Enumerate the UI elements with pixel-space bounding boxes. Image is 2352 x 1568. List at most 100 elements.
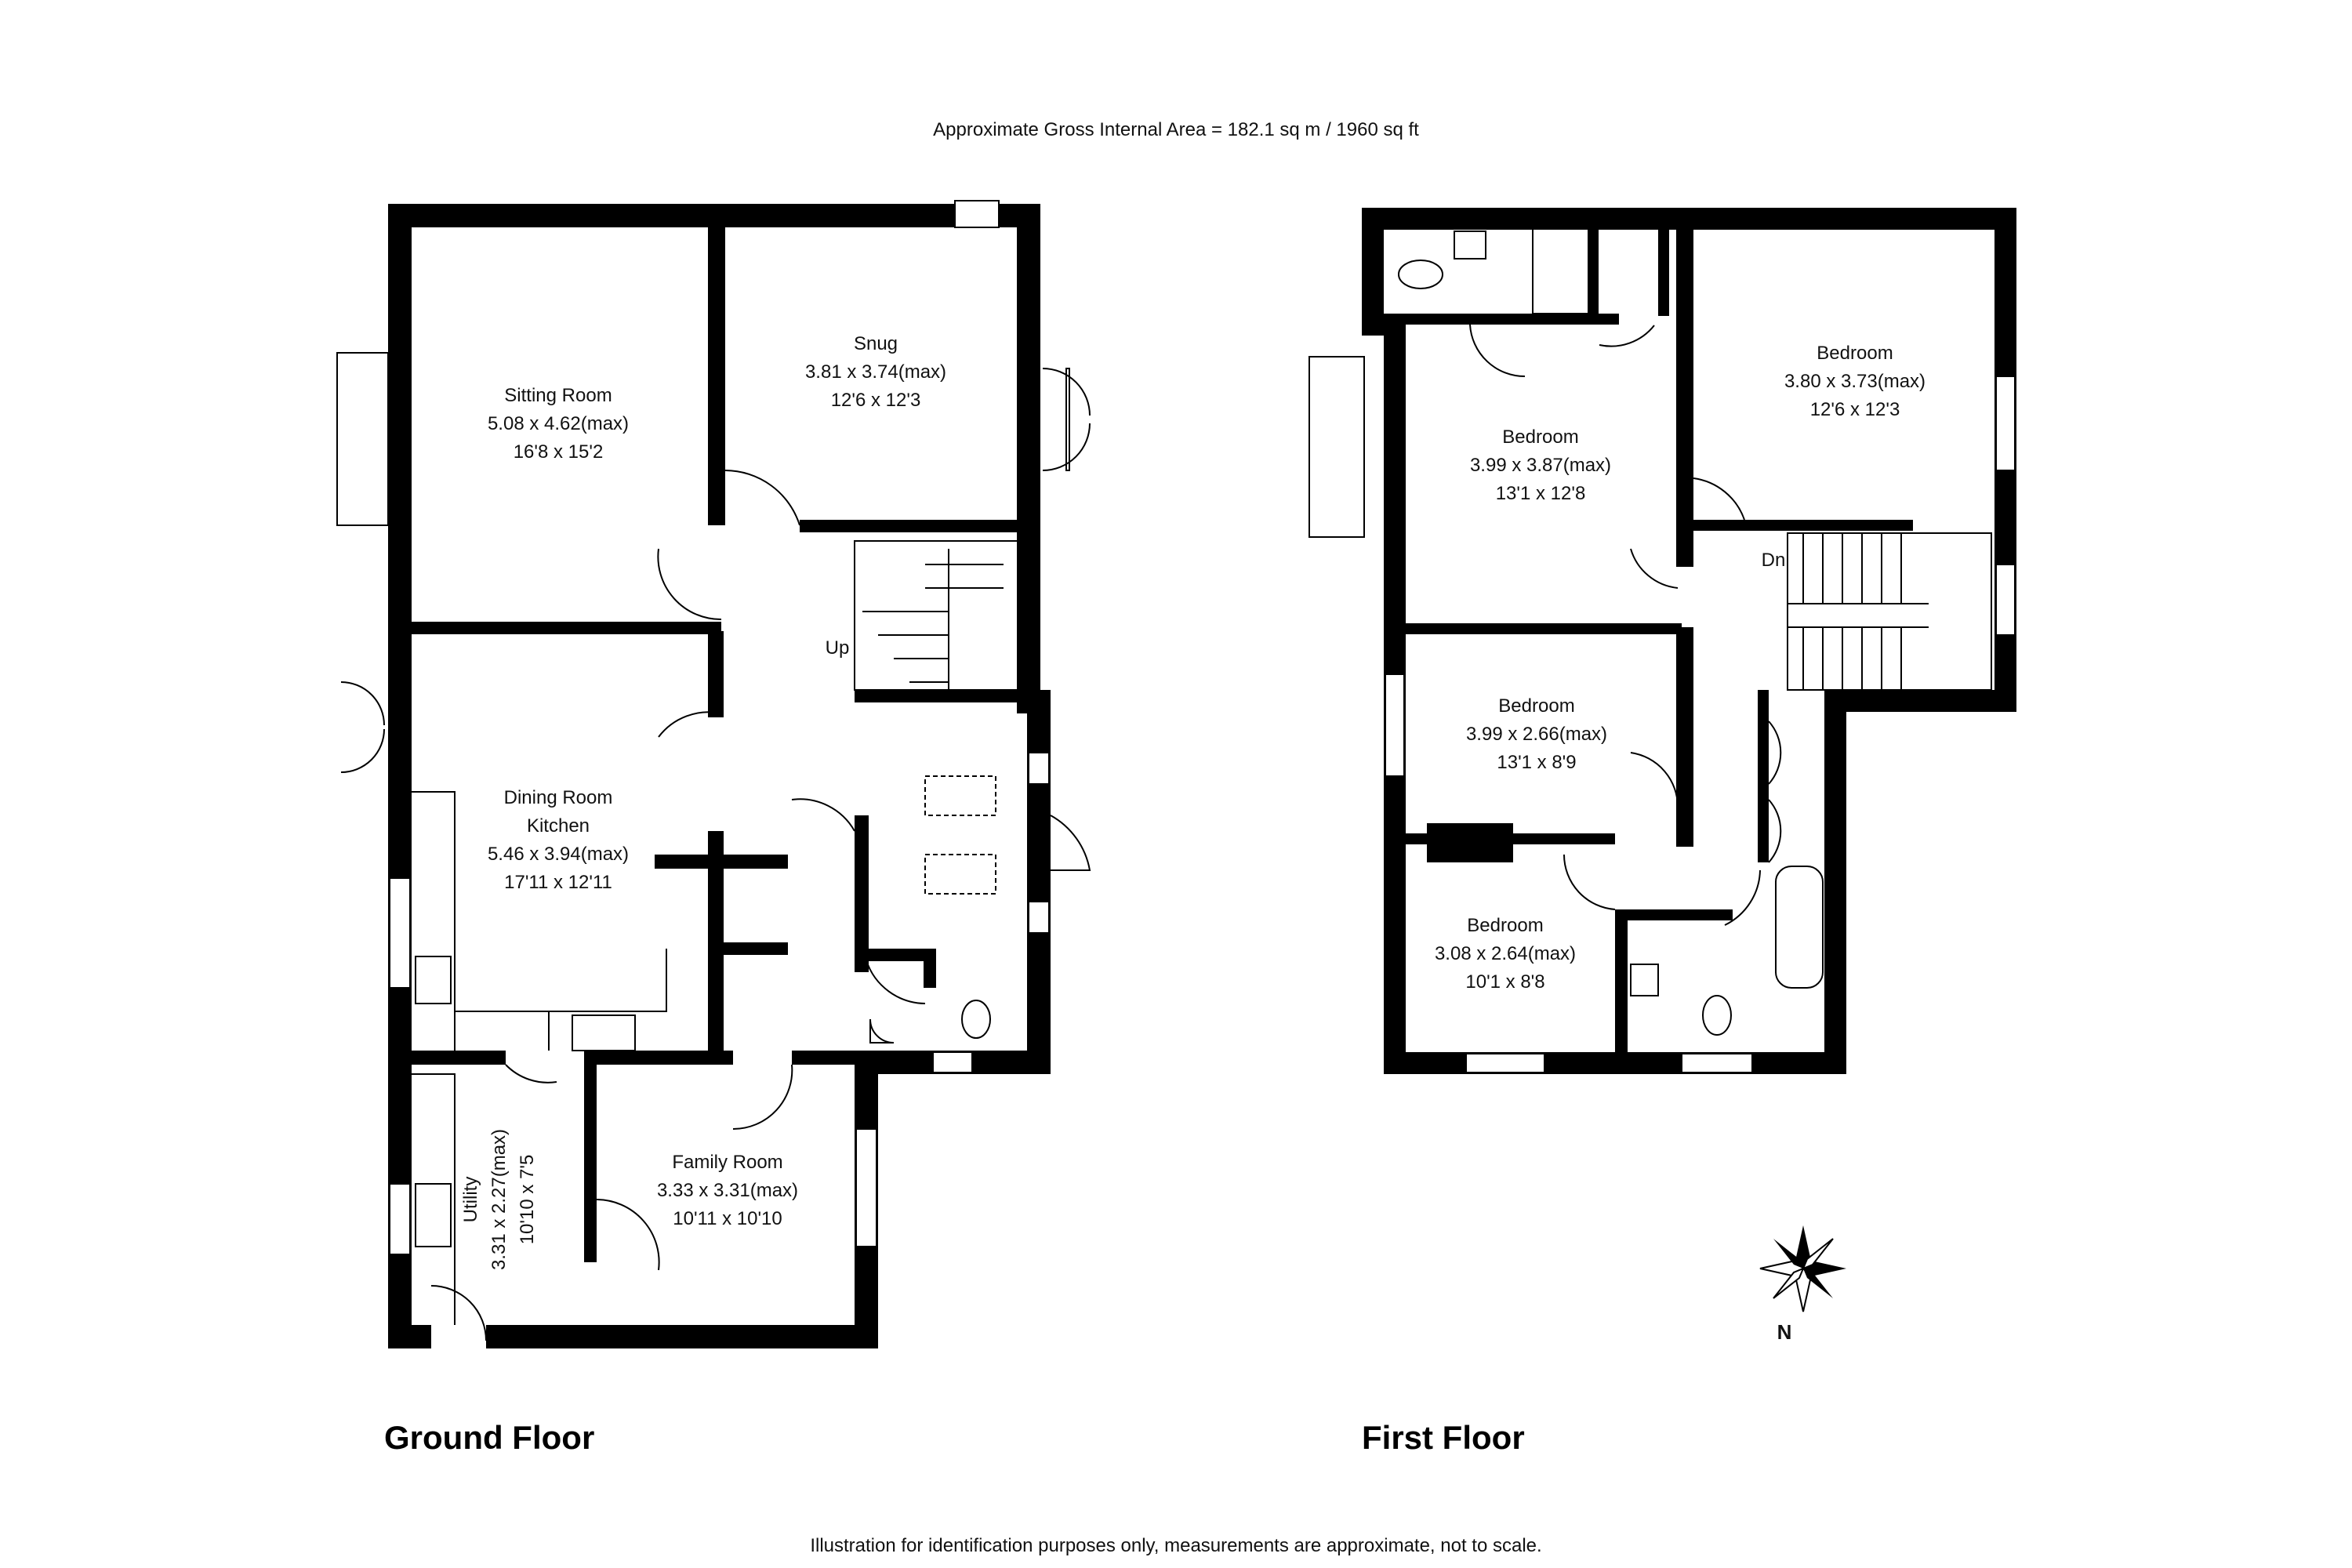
gf-window-wc (932, 1051, 973, 1073)
gf-utility-sink (415, 1183, 452, 1247)
gf-window-dining (389, 877, 411, 989)
disclaimer-footer: Illustration for identification purposes… (810, 1535, 1542, 1556)
compass-north-label: N (1777, 1320, 1792, 1344)
gf-wall-south-family (486, 1325, 878, 1348)
ff-wall-bed4-east (1615, 909, 1628, 1058)
ff-wall-north (1362, 208, 2016, 230)
ff-bed4-metric: 3.08 x 2.64(max) (1435, 943, 1576, 964)
ff-bed2-name: Bedroom (1817, 343, 1893, 364)
gf-door-front (1050, 815, 1091, 871)
ff-door-bed4 (1563, 854, 1616, 910)
gf-family-metric: 3.33 x 3.31(max) (657, 1180, 798, 1201)
gf-patio-door-sitting (1065, 368, 1070, 471)
ff-wall-landing-east (1758, 690, 1769, 862)
gf-sitting-metric: 5.08 x 4.62(max) (488, 413, 629, 434)
ff-bed1-metric: 3.99 x 3.87(max) (1470, 455, 1611, 476)
gf-door-sitting (657, 548, 722, 621)
gf-wall-wc-inner (924, 949, 936, 988)
ff-door-bed1 (1469, 324, 1526, 378)
gf-utility-name: Utility (460, 1177, 481, 1223)
gf-utility-counter (412, 1073, 456, 1325)
ff-window-bed2 (1995, 376, 2016, 471)
ff-window-bath2 (1681, 1053, 1753, 1073)
gf-door-kitchen-utility (505, 1064, 557, 1083)
ff-window-bed1 (1308, 356, 1365, 538)
gf-staircase (854, 540, 1024, 691)
ff-window-bed4 (1465, 1053, 1545, 1073)
gf-wall-west-upper (388, 204, 412, 1348)
gf-wall-stair-base (855, 690, 1027, 702)
gf-wall-wc-west (855, 815, 869, 972)
gf-wall-north (388, 204, 1040, 227)
gf-sitting-imperial: 16'8 x 15'2 (514, 441, 604, 463)
gf-dining-name2: Kitchen (527, 815, 590, 837)
gf-wall-east-hall (1027, 690, 1051, 1074)
gf-snug-metric: 3.81 x 3.74(max) (805, 361, 946, 383)
ff-door-airing (1768, 720, 1782, 863)
ff-bed3-imperial: 13'1 x 8'9 (1497, 752, 1576, 773)
gf-window-sitting (336, 352, 389, 526)
ff-bed1-name: Bedroom (1502, 426, 1578, 448)
ff-bed2-metric: 3.80 x 3.73(max) (1784, 371, 1926, 392)
ff-door-bed3 (1630, 752, 1679, 808)
ff-bathroom-toilet (1702, 995, 1732, 1036)
gf-door-snug (724, 470, 800, 526)
gf-wall-pantry-base (708, 942, 788, 955)
gross-area-header: Approximate Gross Internal Area = 182.1 … (933, 119, 1419, 140)
gf-door-snug-patio (1042, 368, 1091, 471)
ff-wall-bath2-top (1615, 909, 1733, 920)
ff-wall-bed1-bed2 (1676, 230, 1693, 567)
ff-wall-bed3-east (1676, 627, 1693, 847)
gf-dining-imperial: 17'11 x 12'11 (504, 872, 612, 893)
gf-kitchen-hob (572, 1014, 636, 1051)
ff-wall-shower-side (1588, 230, 1599, 324)
gf-snug-name: Snug (854, 333, 898, 354)
gf-wall-wc-top (855, 949, 933, 961)
ff-wall-bed2-south (1693, 520, 1913, 531)
ff-staircase (1787, 532, 1992, 691)
ff-wall-bath-east (1824, 690, 1846, 1058)
ff-window-bed3 (1385, 673, 1405, 777)
ff-bed1-imperial: 13'1 x 12'8 (1496, 483, 1586, 504)
first-floor-title: First Floor (1362, 1419, 1525, 1456)
gf-utility-label: Utility 3.31 x 2.27(max) 10'10 x 7'5 (460, 1129, 538, 1270)
ff-wall-cupboard (1658, 230, 1669, 316)
ff-door-landing (1630, 548, 1679, 589)
gf-window-snug-north (954, 200, 1000, 228)
ff-wall-bed1-bed3 (1384, 623, 1682, 634)
ff-bed2-imperial: 12'6 x 12'3 (1810, 399, 1900, 420)
gf-window-utility (389, 1183, 411, 1255)
ff-wall-bed3-block (1427, 823, 1513, 862)
gf-window-family (855, 1128, 877, 1247)
gf-sitting-name: Sitting Room (504, 385, 612, 406)
ff-bed4-imperial: 10'1 x 8'8 (1465, 971, 1544, 993)
ff-door-bed2 (1693, 477, 1745, 521)
gf-wall-east-upper (1017, 204, 1040, 706)
gf-hall-rug-2 (924, 854, 996, 895)
gf-hall-rug-1 (924, 775, 996, 816)
ff-bed3-metric: 3.99 x 2.66(max) (1466, 724, 1607, 745)
gf-wall-family-north-east (792, 1051, 870, 1065)
ff-ensuite-shower (1532, 230, 1588, 314)
gf-stairs-up-label: Up (826, 637, 850, 659)
ff-bathroom-basin (1630, 964, 1659, 996)
gf-wall-utility-north (412, 1051, 506, 1065)
ff-stairs-down-label: Dn (1762, 550, 1786, 571)
ff-bed4-name: Bedroom (1467, 915, 1543, 936)
gf-kitchen-sink (415, 956, 452, 1004)
gf-dining-name: Dining Room (504, 787, 613, 808)
gf-door-wc (866, 960, 926, 1004)
ground-floor-plan: Sitting Room 5.08 x 4.62(max) 16'8 x 15'… (336, 200, 1091, 1456)
gf-utility-metric: 3.31 x 2.27(max) (488, 1129, 510, 1270)
ff-window-landing (1995, 564, 2016, 636)
ff-wall-east-step (1824, 690, 2016, 712)
gf-wall-dining-east-upper (708, 631, 724, 717)
ff-ensuite-toilet (1398, 260, 1443, 289)
ff-wall-bath-top (1384, 314, 1619, 325)
gf-door-back (430, 1285, 487, 1341)
ff-bathtub (1775, 866, 1824, 989)
gf-wc-toilet (961, 1000, 991, 1039)
ff-door-ensuite (1599, 325, 1655, 347)
gf-family-imperial: 10'11 x 10'10 (673, 1208, 782, 1229)
